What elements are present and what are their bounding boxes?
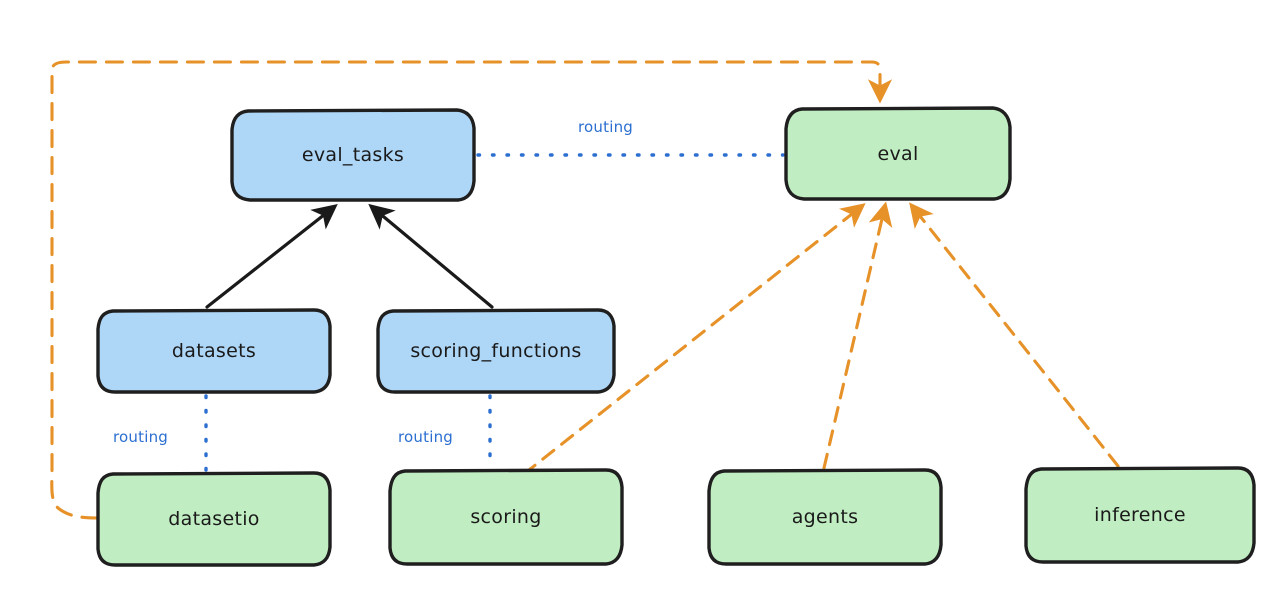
node-eval-tasks[interactable] xyxy=(230,108,476,202)
node-datasetio[interactable] xyxy=(96,471,332,567)
node-agents[interactable] xyxy=(707,468,943,566)
node-inference[interactable] xyxy=(1024,466,1256,564)
edge-scoring-functions-to-eval-tasks xyxy=(368,203,494,309)
node-scoring[interactable] xyxy=(388,468,624,566)
edge-agents-to-eval xyxy=(822,201,893,470)
edge-datasetio-to-eval xyxy=(50,60,893,520)
edge-datasets-to-eval-tasks xyxy=(205,204,338,309)
node-datasets[interactable] xyxy=(96,308,332,394)
node-eval[interactable] xyxy=(784,106,1012,201)
edge-inference-to-eval xyxy=(909,202,1120,468)
edge-scoring-to-eval xyxy=(522,203,866,476)
node-scoring-functions[interactable] xyxy=(376,308,616,394)
